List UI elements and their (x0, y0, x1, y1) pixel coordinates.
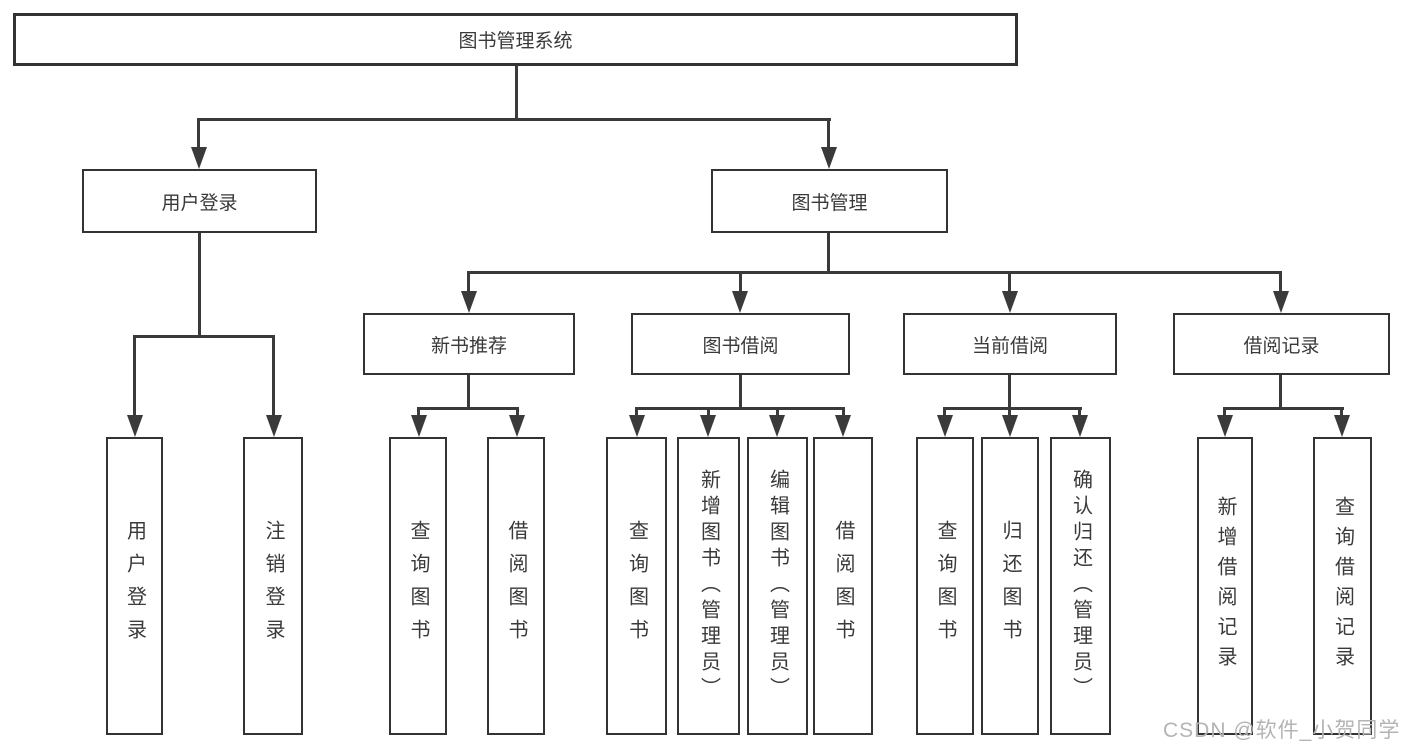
leaf-logout-login-label: 注销登录 (262, 520, 284, 652)
node-user-login: 用户登录 (82, 169, 317, 233)
arrow-down-icon (835, 415, 851, 437)
connector-drop-borrow-record (1279, 271, 1282, 295)
connector-root-stem (515, 66, 518, 120)
connector-currentborrow-rail (943, 407, 1082, 410)
connector-drop-leaf (635, 407, 638, 419)
leaf-add-borrow-record-label: 新增借阅记录 (1214, 496, 1236, 676)
arrow-down-icon (1273, 291, 1289, 313)
connector-bookborrow-rail (635, 407, 845, 410)
connector-borrowrecord-stem (1279, 375, 1282, 410)
connector-userlogin-stem (198, 233, 201, 337)
arrow-down-icon (127, 415, 143, 437)
arrow-down-icon (732, 291, 748, 313)
leaf-query-books-current: 查询图书 (916, 437, 974, 735)
watermark-text: CSDN @软件_小贺同学 (1163, 719, 1401, 742)
connector-userlogin-rail (133, 335, 275, 338)
node-root: 图书管理系统 (13, 13, 1018, 66)
arrow-down-icon (1002, 415, 1018, 437)
leaf-edit-books-admin-label: 编辑图书（管理员） (766, 469, 789, 703)
connector-drop-leaf (417, 407, 420, 419)
leaf-query-books-borrow: 查询图书 (606, 437, 667, 735)
arrow-down-icon (700, 415, 716, 437)
connector-drop-leaf (842, 407, 845, 419)
node-current-borrow-label: 当前借阅 (971, 335, 1048, 357)
connector-drop-leaf (516, 407, 519, 419)
leaf-user-login: 用户登录 (106, 437, 163, 735)
connector-bookmgmt-rail (467, 271, 1282, 274)
arrow-down-icon (461, 291, 477, 313)
connector-drop-book-mgmt (827, 118, 830, 152)
arrow-down-icon (629, 415, 645, 437)
connector-currentborrow-stem (1008, 375, 1011, 410)
leaf-add-books-admin-label: 新增图书（管理员） (697, 469, 720, 703)
arrow-down-icon (1217, 415, 1233, 437)
leaf-query-borrow-record: 查询借阅记录 (1313, 437, 1372, 735)
connector-borrowrecord-rail (1223, 407, 1344, 410)
arrow-down-icon (509, 415, 525, 437)
connector-drop-current-borrow (1008, 271, 1011, 295)
connector-drop-leaf (776, 407, 779, 419)
arrow-down-icon (821, 147, 837, 169)
node-book-management: 图书管理 (711, 169, 948, 233)
node-book-borrow: 图书借阅 (631, 313, 850, 375)
connector-root-rail (197, 118, 831, 121)
leaf-edit-books-admin: 编辑图书（管理员） (747, 437, 808, 735)
node-new-book-recommend-label: 新书推荐 (430, 335, 507, 357)
connector-newrec-stem (467, 375, 470, 410)
connector-bookmgmt-stem (827, 233, 830, 274)
connector-drop-leaf (133, 335, 136, 418)
connector-drop-leaf (1340, 407, 1343, 419)
leaf-borrow-books-borrow-label: 借阅图书 (832, 520, 854, 652)
connector-drop-leaf (1223, 407, 1226, 419)
leaf-return-books-label: 归还图书 (999, 520, 1021, 652)
connector-drop-book-borrow (739, 271, 742, 295)
leaf-confirm-return-admin-label: 确认归还（管理员） (1069, 469, 1092, 703)
node-current-borrow: 当前借阅 (903, 313, 1117, 375)
node-root-label: 图书管理系统 (458, 31, 573, 52)
connector-newrec-rail (417, 407, 519, 410)
node-book-borrow-label: 图书借阅 (702, 335, 779, 357)
leaf-query-books-current-label: 查询图书 (934, 520, 956, 652)
connector-drop-leaf (1008, 407, 1011, 419)
leaf-query-books-newrec: 查询图书 (389, 437, 447, 735)
leaf-return-books: 归还图书 (981, 437, 1039, 735)
connector-drop-leaf (272, 335, 275, 418)
arrow-down-icon (937, 415, 953, 437)
connector-drop-leaf (707, 407, 710, 419)
leaf-add-books-admin: 新增图书（管理员） (677, 437, 740, 735)
node-user-login-label: 用户登录 (161, 192, 238, 214)
connector-drop-leaf (943, 407, 946, 419)
connector-drop-new-rec (467, 271, 470, 295)
leaf-borrow-books-borrow: 借阅图书 (813, 437, 873, 735)
leaf-add-borrow-record: 新增借阅记录 (1197, 437, 1253, 735)
leaf-query-borrow-record-label: 查询借阅记录 (1331, 496, 1354, 676)
arrow-down-icon (769, 415, 785, 437)
arrow-down-icon (1072, 415, 1088, 437)
connector-drop-user-login (197, 118, 200, 152)
leaf-query-books-newrec-label: 查询图书 (407, 520, 429, 652)
connector-drop-leaf (1078, 407, 1081, 419)
leaf-logout-login: 注销登录 (243, 437, 303, 735)
node-new-book-recommend: 新书推荐 (363, 313, 575, 375)
arrow-down-icon (1002, 291, 1018, 313)
node-borrow-records-label: 借阅记录 (1243, 335, 1320, 357)
leaf-borrow-books-newrec-label: 借阅图书 (505, 520, 527, 652)
arrow-down-icon (266, 415, 282, 437)
node-borrow-records: 借阅记录 (1173, 313, 1390, 375)
leaf-query-books-borrow-label: 查询图书 (625, 520, 648, 652)
leaf-confirm-return-admin: 确认归还（管理员） (1050, 437, 1111, 735)
arrow-down-icon (1334, 415, 1350, 437)
leaf-user-login-label: 用户登录 (123, 520, 146, 652)
arrow-down-icon (191, 147, 207, 169)
node-book-management-label: 图书管理 (791, 192, 868, 214)
connector-bookborrow-stem (739, 375, 742, 410)
leaf-borrow-books-newrec: 借阅图书 (487, 437, 545, 735)
arrow-down-icon (411, 415, 427, 437)
